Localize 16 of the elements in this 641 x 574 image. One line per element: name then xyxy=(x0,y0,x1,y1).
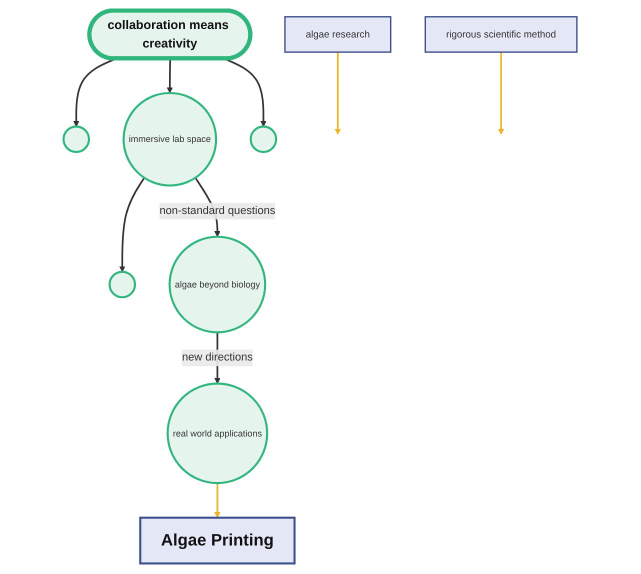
node-circle: real world applications xyxy=(166,382,268,484)
arrow xyxy=(214,483,221,518)
node-circle: algae beyond biology xyxy=(168,236,266,334)
arrow xyxy=(120,177,146,272)
edge-label: new directions xyxy=(182,352,254,364)
node-box: rigorous scientific method xyxy=(424,16,578,53)
node-circle: immersive lab space xyxy=(122,92,218,187)
arrow xyxy=(335,52,342,135)
node-circle xyxy=(108,270,136,298)
edge-label: non-standard questions xyxy=(160,204,276,217)
arrow xyxy=(498,52,504,135)
node-circle xyxy=(62,126,90,153)
node-box: Algae Printing xyxy=(140,516,296,564)
arrow xyxy=(167,58,174,94)
node-box: algae research xyxy=(284,16,392,53)
node-circle xyxy=(250,126,278,153)
